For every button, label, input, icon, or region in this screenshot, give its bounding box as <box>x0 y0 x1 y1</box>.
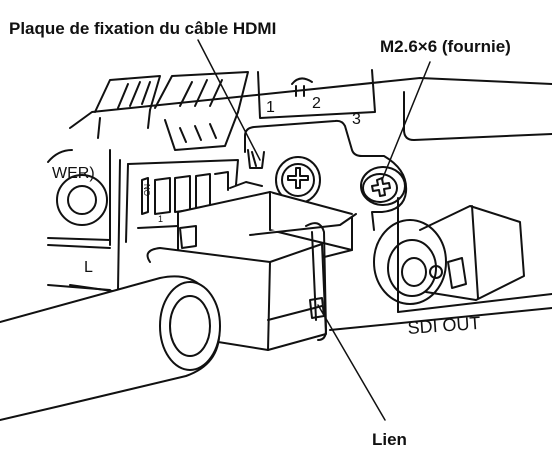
sdi-out-label: SDI OUT <box>407 313 481 338</box>
selector-number-2: 2 <box>312 95 321 112</box>
top-middle-connector <box>154 71 249 151</box>
leader-line-screw <box>381 61 431 181</box>
power-jack <box>47 149 111 291</box>
leader-line-plate <box>197 39 261 161</box>
selector-number-1: 1 <box>266 99 275 116</box>
switch-on-mark: ON <box>143 184 152 196</box>
callout-hdmi-cable-plate: Plaque de fixation du câble HDMI <box>9 19 277 38</box>
switch-1-mark: 1 <box>158 214 163 224</box>
top-left-connector <box>94 75 161 139</box>
power-label: WER) <box>52 165 95 182</box>
leader-line-tie <box>317 304 386 421</box>
plate-screw-right <box>360 166 406 206</box>
hdmi-fixing-plate <box>244 119 408 231</box>
sdi-out-connector <box>373 197 525 313</box>
hdmi-cable <box>0 275 221 421</box>
channel-label: L <box>84 259 93 276</box>
selector-number-3: 3 <box>352 111 361 128</box>
device-panel-edge <box>69 77 552 129</box>
callout-screw: M2.6×6 (fournie) <box>380 37 511 56</box>
device-bottom-edge-right <box>329 307 552 331</box>
numbered-selector-area <box>257 69 376 119</box>
callout-cable-tie: Lien <box>372 430 407 449</box>
dip-switch-block <box>117 159 239 291</box>
right-recess <box>403 91 552 141</box>
